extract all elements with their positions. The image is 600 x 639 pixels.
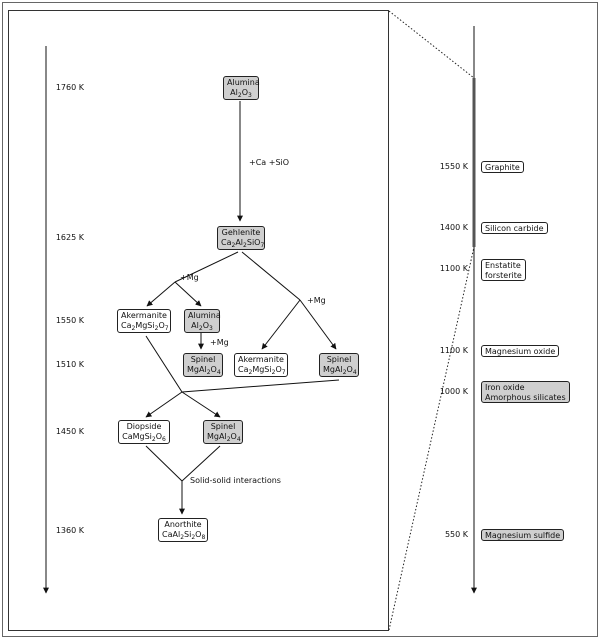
temp-label-1450: 1450 K: [55, 427, 84, 436]
right-temp-label: 1550 K: [439, 162, 468, 171]
temp-label-1760: 1760 K: [55, 83, 84, 92]
zoom-line-top: [388, 10, 475, 79]
node-akermanite-right: Akermanite Ca2MgSi2O7: [234, 353, 288, 377]
node-formula: Al2O3: [230, 88, 252, 99]
node-spinel-left: Spinel MgAl2O4: [183, 353, 223, 377]
right-temp-label: 1000 K: [439, 387, 468, 396]
arrow-to-diopside: [145, 391, 183, 418]
node-spinel-right: Spinel MgAl2O4: [319, 353, 359, 377]
node-name: Spinel: [190, 355, 216, 364]
node-formula: MgAl2O4: [323, 365, 357, 376]
right-temp-label: 1400 K: [439, 223, 468, 232]
annotation-mg-mid: +Mg: [210, 338, 229, 347]
temp-label-1625: 1625 K: [55, 233, 84, 242]
node-anorthite: Anorthite CaAl2Si2O8: [158, 518, 208, 542]
node-formula: Al2O3: [191, 321, 213, 332]
species-line: Graphite: [485, 163, 520, 172]
node-name: Akermanite: [121, 311, 167, 320]
node-name: Alumina: [227, 78, 260, 87]
line-diopside-merge: [145, 445, 183, 482]
right-temp-label: 1100 K: [439, 346, 468, 355]
node-akermanite-left: Akermanite Ca2MgSi2O7: [117, 309, 171, 333]
node-name: Diopside: [126, 422, 162, 431]
arrow-to-akermanite-right: [261, 299, 301, 350]
species-line: Silicon carbide: [485, 224, 544, 233]
annotation-solid-solid: Solid-solid interactions: [190, 476, 281, 485]
node-alumina-top: Alumina Al2O3: [223, 76, 260, 100]
node-formula: CaAl2Si2O8: [162, 530, 206, 541]
temp-label-1550: 1550 K: [55, 316, 84, 325]
node-formula: Ca2MgSi2O7: [121, 321, 169, 332]
species-line: forsterite: [485, 271, 522, 280]
species-magnesium-sulfide: Magnesium sulfide: [481, 529, 565, 541]
species-line: Iron oxide: [485, 383, 525, 392]
arrow-to-spinel-right: [299, 299, 337, 350]
annotation-mg-right: +Mg: [307, 296, 326, 305]
node-name: Alumina: [188, 311, 221, 320]
annotation-mg-left: +Mg: [180, 273, 199, 282]
arrow-to-spinel-low: [181, 391, 221, 418]
species-line: Magnesium sulfide: [485, 531, 561, 540]
right-temp-label: 550 K: [444, 530, 468, 539]
node-formula: CaMgSi2O6: [122, 432, 166, 443]
arrow-to-alumina-mid: [174, 281, 202, 307]
node-formula: MgAl2O4: [207, 432, 241, 443]
temp-label-1360: 1360 K: [55, 526, 84, 535]
node-formula: Ca2Al2SiO7: [221, 238, 265, 249]
left-panel-frame: [8, 10, 389, 631]
node-formula: MgAl2O4: [187, 365, 221, 376]
species-line: Enstatite: [485, 261, 521, 270]
right-temp-label: 1100 K: [439, 264, 468, 273]
node-alumina-mid: Alumina Al2O3: [184, 309, 221, 333]
node-name: Spinel: [326, 355, 352, 364]
species-line: Magnesium oxide: [485, 347, 556, 356]
annotation-ca-sio: +Ca +SiO: [249, 158, 290, 167]
node-name: Gehlenite: [221, 228, 261, 237]
zoom-line-bottom: [388, 246, 475, 631]
species-line: Amorphous silicates: [485, 393, 566, 402]
line-gehlenite-left: [174, 251, 239, 283]
node-spinel-low: Spinel MgAl2O4: [203, 420, 243, 444]
node-formula: Ca2MgSi2O7: [238, 365, 286, 376]
species-graphite: Graphite: [481, 161, 524, 173]
node-gehlenite: Gehlenite Ca2Al2SiO7: [217, 226, 265, 250]
line-spinel-right-converge: [181, 379, 340, 393]
line-spinel-low-merge: [181, 445, 221, 482]
node-name: Akermanite: [238, 355, 284, 364]
species-enstatite-forsterite: Enstatite forsterite: [481, 259, 526, 281]
temp-label-1510: 1510 K: [55, 360, 84, 369]
node-name: Anorthite: [164, 520, 202, 529]
node-name: Spinel: [210, 422, 236, 431]
line-akermanite-converge: [145, 335, 183, 393]
species-magnesium-oxide: Magnesium oxide: [481, 345, 560, 357]
arrow-to-akermanite-left: [146, 281, 176, 307]
node-diopside: Diopside CaMgSi2O6: [118, 420, 170, 444]
line-gehlenite-right: [241, 251, 301, 301]
species-silicon-carbide: Silicon carbide: [481, 222, 548, 234]
species-iron-oxide-silicates: Iron oxide Amorphous silicates: [481, 381, 570, 403]
